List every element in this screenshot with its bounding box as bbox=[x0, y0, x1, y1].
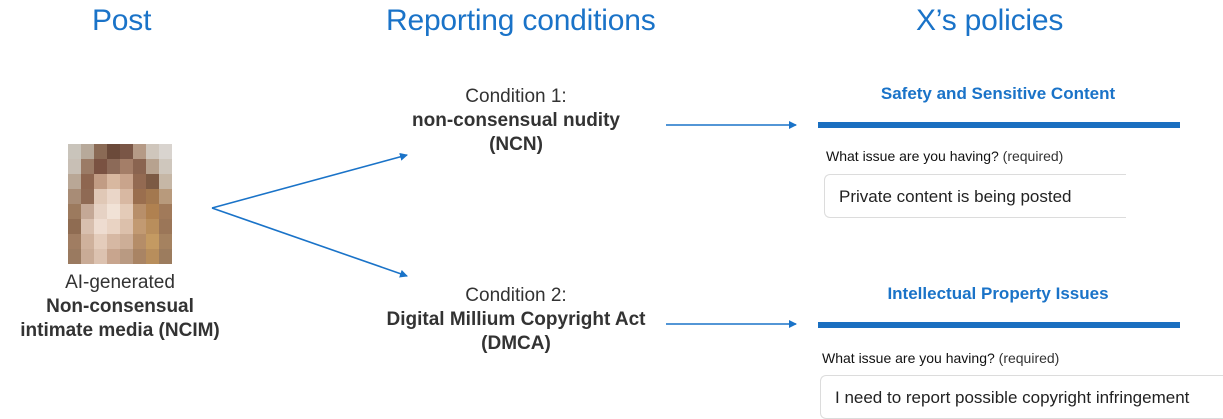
mosaic-tile bbox=[81, 159, 94, 174]
mosaic-tile bbox=[68, 144, 81, 159]
mosaic-tile bbox=[146, 204, 159, 219]
policy-1-required-label: (required) bbox=[1002, 148, 1064, 164]
policy-1-question: What issue are you having? (required) bbox=[826, 148, 1063, 164]
mosaic-tile bbox=[81, 189, 94, 204]
mosaic-tile bbox=[81, 204, 94, 219]
mosaic-tile bbox=[159, 189, 172, 204]
mosaic-tile bbox=[120, 234, 133, 249]
column-heading-policies: X’s policies bbox=[916, 4, 1064, 37]
mosaic-tile bbox=[94, 249, 107, 264]
mosaic-tile bbox=[107, 219, 120, 234]
mosaic-tile bbox=[159, 249, 172, 264]
policy-2-title: Intellectual Property Issues bbox=[887, 284, 1109, 303]
mosaic-tile bbox=[120, 144, 133, 159]
mosaic-tile bbox=[68, 234, 81, 249]
mosaic-tile bbox=[107, 159, 120, 174]
mosaic-tile bbox=[159, 159, 172, 174]
mosaic-tile bbox=[94, 159, 107, 174]
mosaic-tile bbox=[133, 234, 146, 249]
policy-2-question: What issue are you having? (required) bbox=[822, 350, 1059, 366]
mosaic-tile bbox=[159, 204, 172, 219]
mosaic-tile bbox=[146, 249, 159, 264]
policy-2-required-label: (required) bbox=[998, 350, 1060, 366]
mosaic-tile bbox=[107, 189, 120, 204]
mosaic-tile bbox=[133, 174, 146, 189]
mosaic-tile bbox=[81, 174, 94, 189]
post-caption-line-3: intimate media (NCIM) bbox=[20, 320, 220, 341]
mosaic-tile bbox=[133, 144, 146, 159]
mosaic-tile bbox=[120, 219, 133, 234]
condition-1-line-1: non-consensual nudity bbox=[412, 110, 620, 131]
mosaic-tile bbox=[68, 219, 81, 234]
mosaic-tile bbox=[159, 144, 172, 159]
mosaic-tile bbox=[133, 159, 146, 174]
mosaic-tile bbox=[81, 144, 94, 159]
policy-2-issue-field[interactable]: I need to report possible copyright infr… bbox=[820, 375, 1223, 419]
condition-1-line-2: (NCN) bbox=[489, 134, 543, 155]
arrow-post-to-condition-1 bbox=[211, 152, 408, 209]
mosaic-tile bbox=[133, 204, 146, 219]
condition-1-heading: Condition 1: bbox=[465, 86, 567, 107]
mosaic-tile bbox=[107, 249, 120, 264]
policy-1-divider bbox=[818, 122, 1180, 128]
mosaic-tile bbox=[159, 219, 172, 234]
mosaic-tile bbox=[68, 249, 81, 264]
mosaic-tile bbox=[146, 219, 159, 234]
mosaic-tile bbox=[81, 249, 94, 264]
mosaic-tile bbox=[146, 189, 159, 204]
mosaic-tile bbox=[133, 249, 146, 264]
mosaic-tile bbox=[120, 159, 133, 174]
column-heading-post: Post bbox=[92, 4, 152, 37]
mosaic-tile bbox=[94, 219, 107, 234]
mosaic-tile bbox=[146, 174, 159, 189]
policy-2-question-text: What issue are you having? bbox=[822, 350, 995, 366]
mosaic-tile bbox=[68, 174, 81, 189]
column-heading-reporting-conditions: Reporting conditions bbox=[386, 4, 656, 37]
mosaic-tile bbox=[107, 144, 120, 159]
mosaic-tile bbox=[146, 159, 159, 174]
mosaic-tile bbox=[107, 174, 120, 189]
condition-2: Condition 2: Digital Millium Copyright A… bbox=[366, 284, 666, 356]
post-caption-line-2: Non-consensual bbox=[46, 296, 194, 317]
mosaic-tile bbox=[146, 234, 159, 249]
mosaic-tile bbox=[120, 174, 133, 189]
mosaic-tile bbox=[133, 219, 146, 234]
mosaic-tile bbox=[146, 144, 159, 159]
mosaic-tile bbox=[120, 204, 133, 219]
mosaic-tile bbox=[159, 174, 172, 189]
mosaic-tile bbox=[107, 204, 120, 219]
mosaic-tile bbox=[68, 204, 81, 219]
arrow-post-to-condition-2 bbox=[211, 207, 408, 278]
condition-2-line-2: (DMCA) bbox=[481, 333, 551, 354]
mosaic-tile bbox=[94, 234, 107, 249]
mosaic-tile bbox=[81, 219, 94, 234]
policy-1-issue-field[interactable]: Private content is being posted bbox=[824, 174, 1126, 218]
mosaic-tile bbox=[94, 174, 107, 189]
mosaic-tile bbox=[81, 234, 94, 249]
condition-1: Condition 1: non-consensual nudity (NCN) bbox=[366, 85, 666, 157]
mosaic-tile bbox=[94, 144, 107, 159]
pixelated-image bbox=[68, 144, 172, 264]
mosaic-tile bbox=[120, 189, 133, 204]
mosaic-tile bbox=[94, 189, 107, 204]
mosaic-tile bbox=[94, 204, 107, 219]
mosaic-tile bbox=[133, 189, 146, 204]
condition-2-line-1: Digital Millium Copyright Act bbox=[386, 309, 646, 330]
mosaic-tile bbox=[107, 234, 120, 249]
policy-2-divider bbox=[818, 322, 1180, 328]
policy-1-question-text: What issue are you having? bbox=[826, 148, 999, 164]
mosaic-tile bbox=[159, 234, 172, 249]
post-caption: AI-generated Non-consensual intimate med… bbox=[0, 271, 240, 343]
mosaic-tile bbox=[68, 159, 81, 174]
policy-1-title: Safety and Sensitive Content bbox=[880, 84, 1116, 103]
post-caption-line-1: AI-generated bbox=[65, 272, 175, 293]
mosaic-tile bbox=[120, 249, 133, 264]
condition-2-heading: Condition 2: bbox=[465, 285, 567, 306]
mosaic-tile bbox=[68, 189, 81, 204]
